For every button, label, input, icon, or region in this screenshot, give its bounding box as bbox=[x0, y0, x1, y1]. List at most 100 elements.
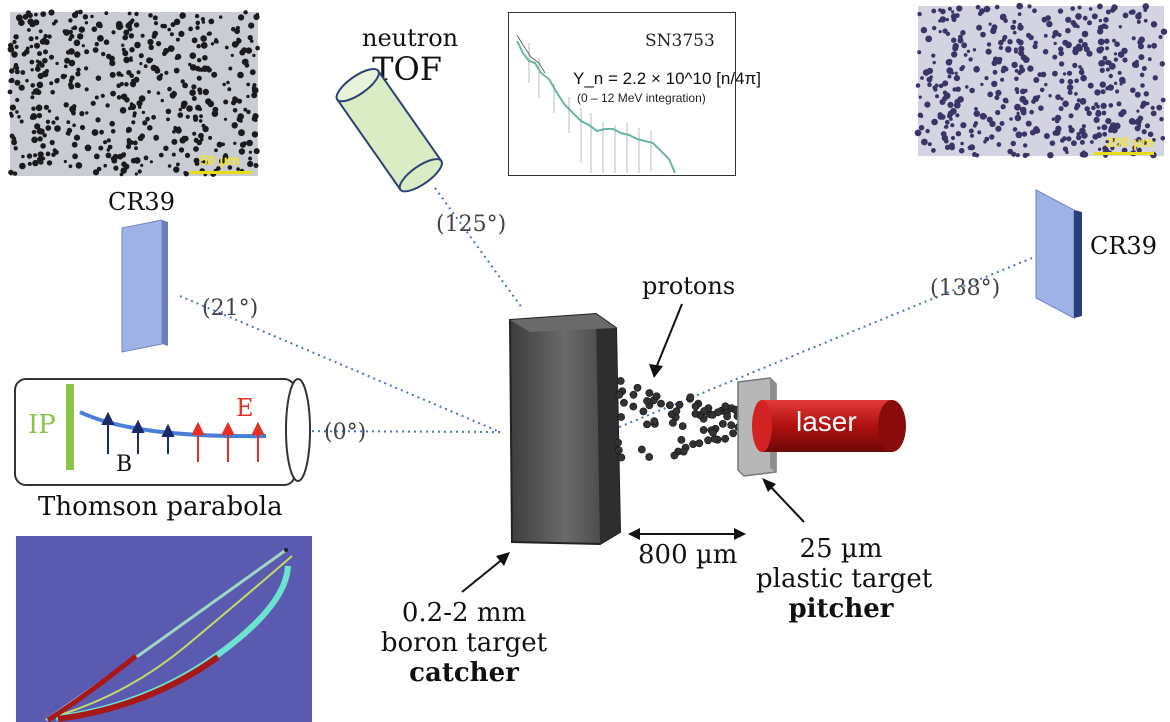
track-dot bbox=[917, 50, 922, 55]
track-dot bbox=[1160, 136, 1166, 141]
track-dot bbox=[17, 115, 21, 119]
track-dot bbox=[952, 42, 959, 50]
track-dot bbox=[1032, 8, 1037, 14]
track-dot bbox=[75, 162, 83, 169]
track-dot bbox=[37, 51, 42, 57]
track-dot bbox=[1079, 97, 1087, 105]
track-dot bbox=[9, 104, 16, 111]
track-dot bbox=[1065, 27, 1071, 34]
track-dot bbox=[7, 46, 15, 53]
track-dot bbox=[1094, 102, 1099, 107]
track-dot bbox=[1018, 50, 1025, 57]
track-dot bbox=[37, 136, 43, 142]
protons-label: protons bbox=[642, 272, 736, 300]
track-dot bbox=[63, 74, 68, 78]
track-dot bbox=[76, 67, 81, 72]
track-dot bbox=[147, 38, 154, 46]
track-dot bbox=[129, 47, 135, 53]
track-dot bbox=[103, 39, 110, 45]
track-dot bbox=[998, 39, 1004, 46]
track-dot bbox=[121, 43, 125, 47]
track-dot bbox=[1132, 147, 1136, 151]
track-dot bbox=[32, 159, 39, 167]
track-dot bbox=[1083, 46, 1090, 53]
track-dot bbox=[143, 64, 148, 69]
track-dot bbox=[963, 53, 968, 57]
track-dot bbox=[984, 76, 989, 81]
track-dot bbox=[99, 129, 104, 135]
track-dot bbox=[36, 128, 44, 135]
track-dot bbox=[1014, 114, 1022, 122]
track-dot bbox=[1104, 38, 1110, 44]
track-dot bbox=[990, 27, 996, 33]
track-dot bbox=[251, 92, 258, 99]
track-dot bbox=[934, 83, 939, 88]
track-dot bbox=[1151, 42, 1157, 49]
track-dot bbox=[986, 42, 992, 47]
track-dot bbox=[970, 133, 974, 138]
track-dot bbox=[995, 109, 1001, 116]
track-dot bbox=[1058, 50, 1064, 57]
track-dot bbox=[63, 102, 69, 108]
track-dot bbox=[93, 153, 100, 160]
pitcher-label: 25 µm plastic target pitcher bbox=[756, 534, 932, 624]
track-dot bbox=[69, 33, 75, 39]
track-dot bbox=[97, 35, 104, 42]
track-dot bbox=[1147, 44, 1152, 49]
track-dot bbox=[35, 104, 43, 112]
track-dot bbox=[123, 165, 129, 170]
cr39-right-scale-label: 200 µm bbox=[1106, 134, 1154, 150]
track-dot bbox=[68, 164, 73, 169]
track-dot bbox=[1028, 121, 1032, 125]
track-dot bbox=[960, 141, 964, 146]
proton-particle bbox=[643, 397, 651, 405]
track-dot bbox=[1019, 67, 1026, 74]
track-dot bbox=[123, 29, 130, 36]
proton-particle bbox=[643, 420, 651, 429]
track-dot bbox=[1092, 133, 1099, 140]
track-dot bbox=[940, 8, 946, 15]
track-dot bbox=[137, 169, 142, 174]
track-dot bbox=[253, 13, 260, 21]
track-dot bbox=[986, 116, 993, 123]
track-dot bbox=[1122, 57, 1128, 63]
track-dot bbox=[1012, 127, 1018, 132]
track-dot bbox=[191, 84, 197, 90]
neutron-spectrum-plot: SN3753 Y_n = 2.2 × 10^10 [n/4π] (0 – 12 … bbox=[508, 12, 761, 176]
track-dot bbox=[147, 90, 151, 94]
track-dot bbox=[49, 81, 54, 86]
track-dot bbox=[122, 152, 126, 156]
track-dot bbox=[1087, 20, 1092, 26]
track-dot bbox=[116, 83, 121, 88]
track-dot bbox=[238, 148, 246, 155]
track-dot bbox=[1098, 59, 1106, 67]
track-dot bbox=[43, 49, 48, 55]
track-dot bbox=[138, 95, 146, 102]
track-dot bbox=[180, 79, 185, 84]
track-dot bbox=[196, 139, 203, 146]
track-dot bbox=[236, 98, 243, 104]
track-dot bbox=[1110, 146, 1115, 151]
track-dot bbox=[1019, 95, 1027, 103]
track-dot bbox=[149, 160, 153, 164]
track-dot bbox=[989, 134, 995, 140]
track-dot bbox=[1081, 132, 1088, 139]
track-dot bbox=[84, 21, 89, 25]
proton-particle bbox=[721, 402, 730, 411]
catcher-label: 0.2-2 mm boron target catcher bbox=[376, 598, 552, 688]
track-dot bbox=[167, 45, 175, 52]
track-dot bbox=[940, 131, 947, 137]
track-dot bbox=[924, 101, 931, 108]
track-dot bbox=[246, 82, 251, 87]
track-dot bbox=[109, 120, 115, 127]
track-dot bbox=[1143, 18, 1148, 23]
track-dot bbox=[221, 142, 225, 147]
track-dot bbox=[167, 164, 172, 168]
proton-particle bbox=[652, 392, 661, 401]
track-dot bbox=[72, 25, 78, 30]
track-dot bbox=[233, 141, 237, 145]
track-dot bbox=[19, 162, 26, 170]
track-dot bbox=[119, 107, 127, 114]
track-dot bbox=[43, 104, 50, 110]
track-dot bbox=[919, 114, 924, 118]
